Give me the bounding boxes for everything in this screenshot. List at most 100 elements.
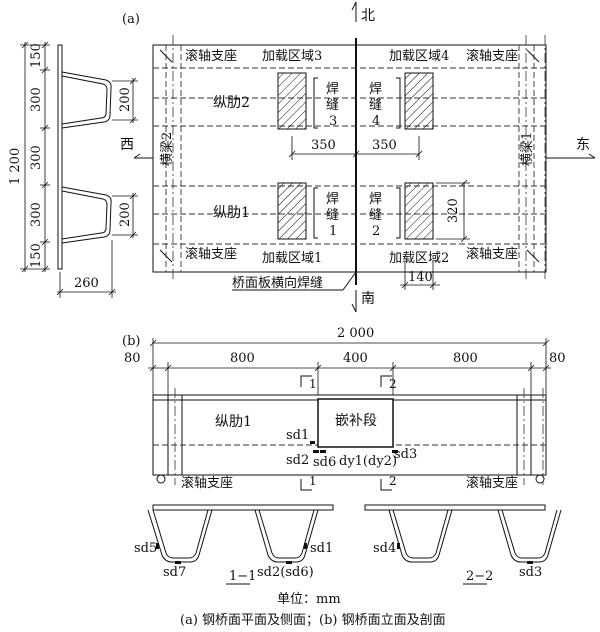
sec-sd5: sd5 [134, 541, 157, 556]
sec-label-11: 1−1 [229, 569, 256, 584]
side-rib-h1: 200 [118, 87, 133, 112]
weld-1-char2: 缝 [326, 208, 339, 223]
section-1-1 [147, 504, 334, 564]
side-rib-lower [61, 186, 112, 244]
insert-segment [317, 398, 394, 448]
sec-sd3: sd3 [519, 565, 542, 580]
elev-seg-5: 80 [549, 351, 566, 366]
elev-seg-4: 800 [453, 351, 478, 366]
dim-350-left: 350 [311, 138, 336, 153]
loading-area-3 [277, 72, 307, 130]
figure-caption: (a) 钢桥面平面及侧面；(b) 钢桥面立面及剖面 [180, 613, 446, 628]
weld-3-char2: 缝 [326, 98, 339, 113]
side-seg-5: 150 [29, 243, 44, 268]
elev-seg-3: 400 [343, 351, 368, 366]
beam-1-label: 横梁1 [520, 132, 535, 166]
dim-320-label: 320 [446, 198, 461, 223]
elev-sd6: sd6 [313, 455, 336, 470]
south-arrow-icon [351, 290, 357, 313]
weld-brackets [313, 77, 401, 239]
west-label: 西 [120, 137, 134, 153]
side-dim-ticks [20, 41, 50, 273]
roller-left-icon [156, 474, 166, 484]
units-label: 单位：mm [277, 592, 341, 607]
elev-total: 2 000 [337, 326, 374, 341]
sec-1-top: 1 [309, 377, 317, 391]
roller-support-se: 滚轴支座 [466, 246, 518, 262]
loading-area-1 [277, 182, 307, 240]
elev-seg-2: 800 [230, 351, 255, 366]
elev-sd3: sd3 [394, 447, 417, 462]
west-arrow-icon [133, 153, 153, 159]
weld-4-num: 4 [372, 114, 380, 129]
rib-2-label: 纵肋2 [213, 95, 250, 111]
elevation-outline [152, 394, 547, 476]
section-marks-top [300, 375, 392, 491]
transverse-weld-label: 桥面板横向焊缝 [232, 275, 323, 291]
section-2-2 [364, 504, 562, 564]
elev-roller-left: 滚轴支座 [181, 475, 233, 491]
side-seg-2: 300 [29, 87, 44, 112]
loading-zone-3-label: 加载区域3 [262, 49, 322, 64]
loading-zone-2-label: 加载区域2 [389, 251, 449, 266]
east-arrow-icon [546, 153, 596, 159]
support-markers [159, 49, 540, 263]
side-seg-4: 300 [29, 202, 44, 227]
panel-a-label: (a) [122, 12, 140, 27]
beam-2-label: 横梁2 [160, 132, 175, 166]
insert-label: 嵌补段 [335, 413, 377, 429]
north-label: 北 [361, 8, 375, 24]
weld-1-num: 1 [329, 224, 337, 239]
weld-3-char1: 焊 [326, 81, 339, 97]
gauge-sd3 [392, 450, 398, 453]
weld-2-num: 2 [372, 224, 380, 239]
sec-sd2-6: sd2(sd6) [257, 565, 314, 580]
weld-2-char1: 焊 [369, 191, 382, 207]
elev-dims [148, 338, 551, 395]
elev-seg-1: 80 [124, 351, 141, 366]
side-seg-3: 300 [29, 145, 44, 170]
side-rib-upper [61, 71, 112, 129]
side-rib-h2: 200 [118, 202, 133, 227]
dim-320 [436, 179, 470, 243]
panel-b-label: (b) [122, 334, 140, 349]
sec-sd7: sd7 [163, 565, 186, 580]
dim-140 [400, 262, 440, 290]
deck-plate-plan [152, 44, 547, 273]
side-seg-1: 150 [29, 43, 44, 68]
roller-right-icon [535, 474, 545, 484]
sec-sd1: sd1 [310, 541, 333, 556]
loading-zone-4-label: 加载区域4 [389, 49, 449, 64]
side-deck-plate [57, 44, 63, 270]
sec-1-bottom: 1 [309, 474, 317, 488]
weld-3-num: 3 [329, 114, 337, 129]
dim-350 [288, 136, 423, 160]
roller-support-ne: 滚轴支座 [466, 48, 518, 64]
gauge-sd1 [310, 441, 315, 444]
dim-140-label: 140 [408, 270, 433, 285]
weld-4-char2: 缝 [369, 98, 382, 113]
loading-area-4 [404, 72, 434, 130]
side-rib-dims [112, 77, 138, 239]
north-arrow-icon [351, 1, 357, 22]
elev-dy: dy1(dy2) [339, 454, 397, 469]
rib-1-label: 纵肋1 [213, 205, 250, 221]
loading-area-2 [404, 182, 434, 240]
side-width-dim [56, 240, 116, 298]
south-label: 南 [361, 291, 375, 307]
elev-roller-right: 滚轴支座 [466, 475, 518, 491]
dim-350-right: 350 [372, 138, 397, 153]
sec-2-top: 2 [389, 377, 397, 391]
gauge-sd2 [313, 450, 319, 453]
gauge-sd6 [320, 450, 326, 453]
loading-zone-1-label: 加载区域1 [262, 251, 322, 266]
weld-1-char1: 焊 [326, 191, 339, 207]
side-width-label: 260 [74, 276, 99, 291]
side-total-dim: 1 200 [8, 148, 23, 185]
sec-2-bottom: 2 [389, 474, 397, 488]
roller-support-nw: 滚轴支座 [185, 48, 237, 64]
weld-leader [232, 271, 357, 291]
weld-4-char1: 焊 [369, 81, 382, 97]
